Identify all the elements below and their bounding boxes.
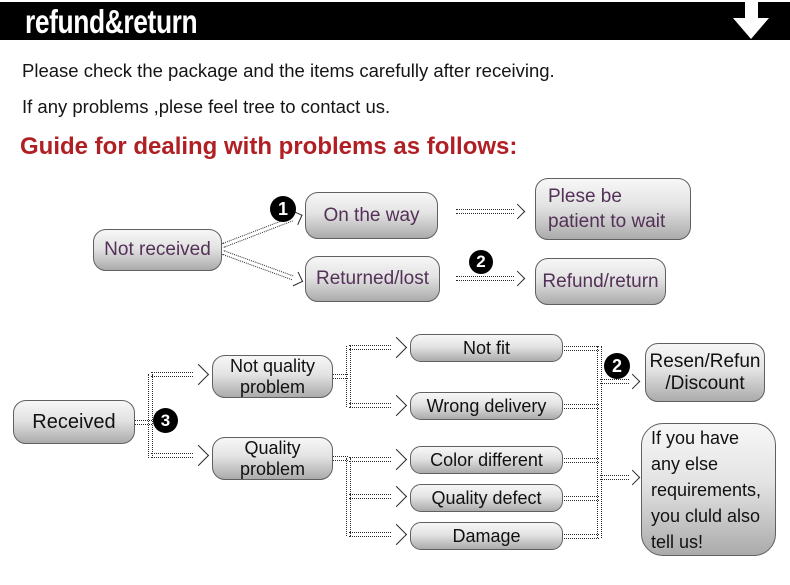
arrow-right-icon	[151, 363, 210, 386]
connector-line	[135, 420, 152, 425]
flow-node-quality-defect: Quality defect	[410, 484, 563, 512]
flow-node-refund-return: Refund/return	[535, 258, 666, 305]
arrow-right-icon	[349, 448, 408, 471]
flow-node-quality-problem: Quality problem	[212, 437, 333, 480]
intro-line-2: If any problems ,plese feel tree to cont…	[22, 96, 391, 117]
connector-line	[148, 374, 153, 458]
connector-line	[564, 346, 599, 351]
badge-2: 2	[469, 250, 493, 274]
flow-node-color-different: Color different	[410, 446, 563, 474]
flow-node-wrong-delivery: Wrong delivery	[410, 392, 563, 420]
connector-line	[346, 458, 351, 536]
flow-node-returned-lost: Returned/lost	[305, 256, 440, 302]
flow-node-on-the-way: On the way	[305, 192, 438, 239]
badge-2: 2	[604, 353, 630, 379]
arrow-right-icon	[456, 203, 526, 220]
connector-line	[346, 346, 351, 407]
flow-node-note: If you have any else requirements, you c…	[641, 423, 776, 556]
intro-line-1: Please check the package and the items c…	[22, 60, 555, 81]
flow-node-resen-refun-discount: Resen/Refun /Discount	[645, 343, 765, 402]
connector-line	[333, 456, 348, 461]
badge-1: 1	[270, 196, 296, 222]
connector-line	[597, 346, 602, 538]
flow-node-not-quality-problem: Not quality problem	[212, 355, 333, 398]
down-arrow-stem	[745, 0, 758, 19]
connector-line	[564, 534, 599, 539]
arrow-right-icon	[349, 523, 408, 546]
flow-node-not-received: Not received	[93, 229, 222, 271]
down-arrow-head	[733, 18, 769, 39]
connector-line	[564, 496, 599, 501]
arrow-right-icon	[349, 394, 408, 417]
arrow-down-right-icon	[222, 250, 305, 287]
flow-node-received: Received	[13, 400, 135, 444]
arrow-right-icon	[151, 444, 210, 467]
banner-title: refund&return	[25, 3, 198, 40]
banner: refund&return	[0, 2, 790, 40]
arrow-right-icon	[600, 469, 641, 486]
flow-node-plese-be-patient: Plese be patient to wait	[535, 178, 691, 240]
badge-3: 3	[153, 408, 178, 433]
connector-line	[564, 458, 599, 463]
arrow-right-icon	[600, 373, 641, 390]
arrow-right-icon	[349, 336, 408, 359]
guide-heading: Guide for dealing with problems as follo…	[20, 133, 518, 160]
flow-node-not-fit: Not fit	[410, 334, 563, 362]
connector-line	[333, 374, 348, 379]
arrow-right-icon	[456, 270, 526, 287]
arrow-right-icon	[349, 485, 408, 508]
flow-node-damage: Damage	[410, 522, 563, 550]
connector-line	[564, 404, 599, 409]
